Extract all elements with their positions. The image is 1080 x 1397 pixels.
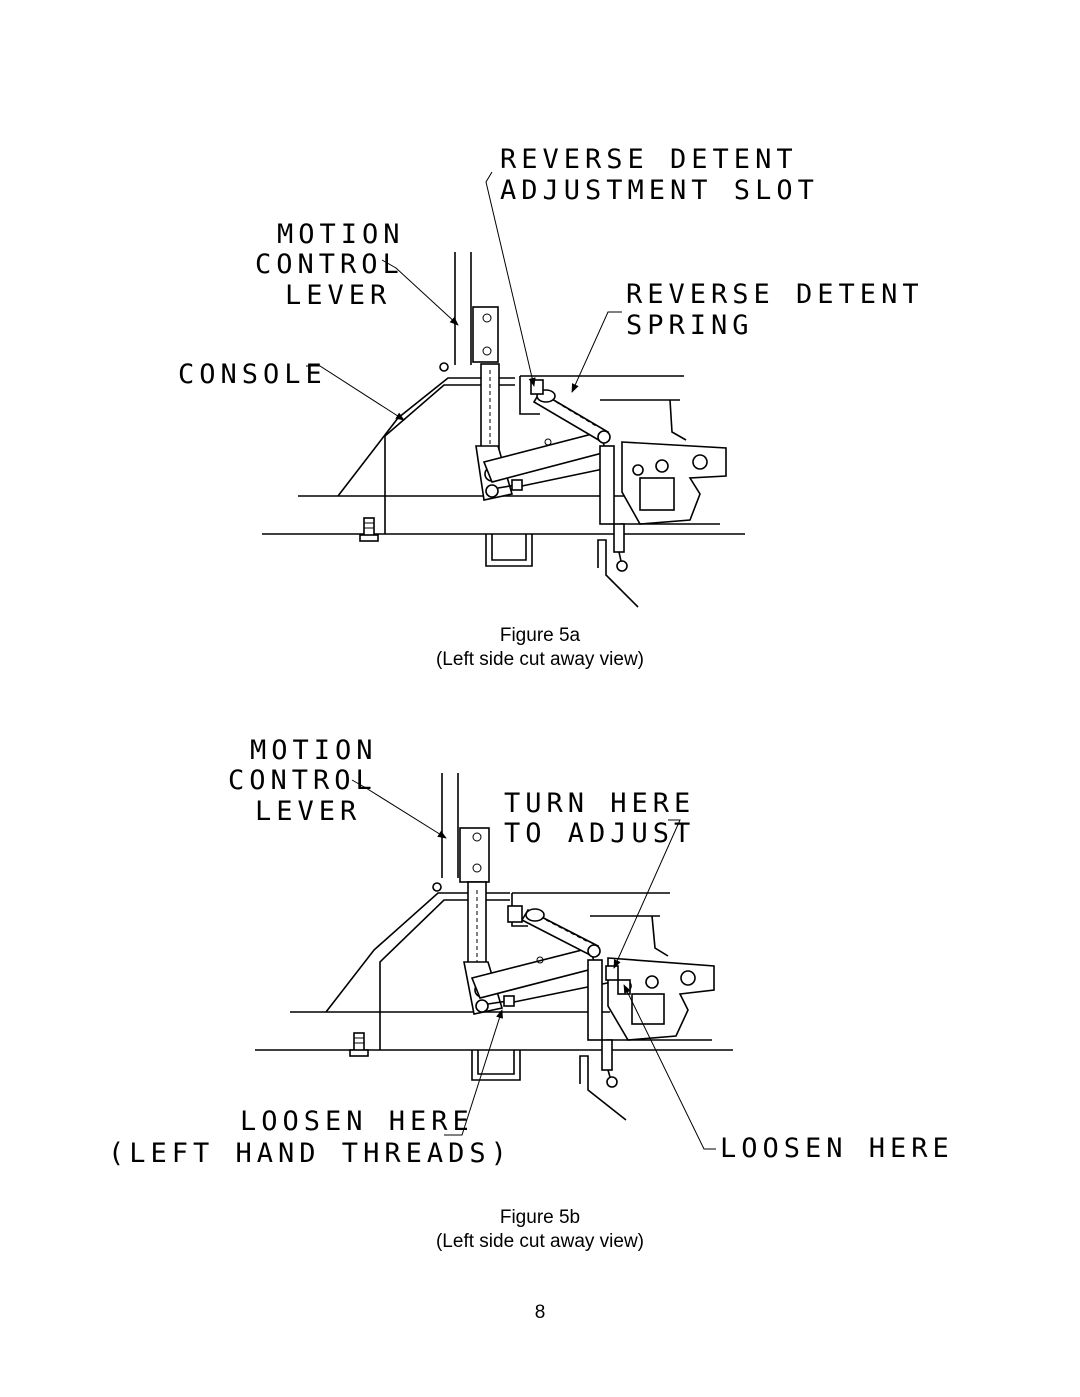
label-reverse-detent-adjustment-slot-line2: ADJUSTMENT SLOT — [500, 175, 819, 206]
figure-5a-subtitle: (Left side cut away view) — [435, 649, 645, 670]
label-turn-here-line1: TURN HERE — [504, 788, 695, 819]
label-reverse-detent-spring-line2: SPRING — [626, 310, 754, 341]
figure-5a-caption: Figure 5a (Left side cut away view) — [0, 624, 1080, 672]
figure-5b-title: Figure 5b — [499, 1207, 581, 1228]
label-motion-control-lever-a-line3: LEVER — [285, 280, 391, 311]
label-loosen-here-right: LOOSEN HERE — [720, 1133, 954, 1164]
label-motion-control-lever-b-line1: MOTION — [250, 735, 378, 766]
label-reverse-detent-adjustment-slot-line1: REVERSE DETENT — [500, 144, 798, 175]
label-motion-control-lever-a-line2: CONTROL — [255, 249, 404, 280]
label-console: CONSOLE — [178, 359, 327, 390]
label-motion-control-lever-b-line3: LEVER — [255, 796, 361, 827]
figure-5b-subtitle: (Left side cut away view) — [435, 1231, 645, 1252]
label-reverse-detent-spring-line1: REVERSE DETENT — [626, 279, 924, 310]
label-loosen-here-left-line2: (LEFT HAND THREADS) — [108, 1138, 512, 1169]
figure-5a-title: Figure 5a — [499, 625, 581, 646]
label-motion-control-lever-a-line1: MOTION — [277, 219, 405, 250]
page-number: 8 — [534, 1302, 546, 1323]
figure-5a-drawing — [262, 252, 745, 608]
label-turn-here-line2: TO ADJUST — [504, 818, 695, 849]
figure-5b-caption: Figure 5b (Left side cut away view) — [0, 1206, 1080, 1254]
label-loosen-here-left-line1: LOOSEN HERE — [240, 1106, 474, 1137]
label-motion-control-lever-b-line2: CONTROL — [228, 765, 377, 796]
figure-5b-drawing — [255, 773, 733, 1121]
